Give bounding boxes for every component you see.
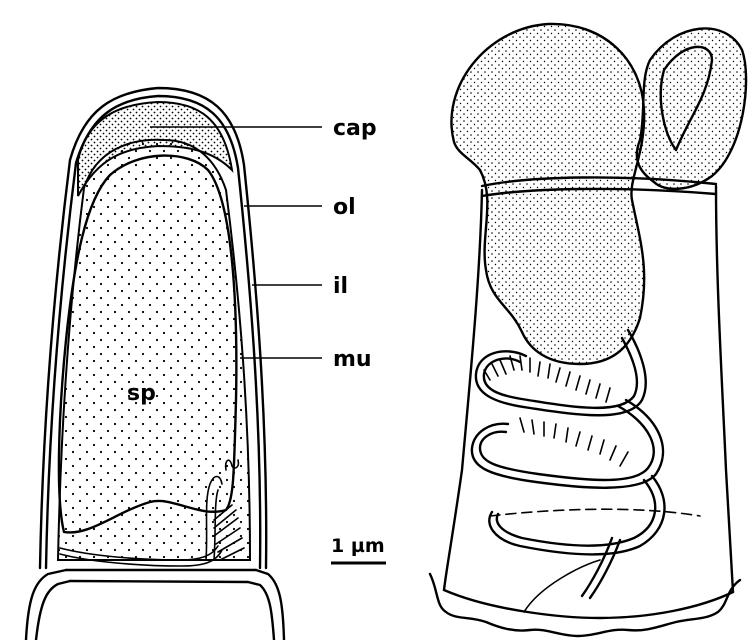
- label-mu: mu: [333, 347, 372, 372]
- label-cap: cap: [333, 116, 377, 141]
- spore-extruded-drawing: [430, 24, 746, 636]
- label-il: il: [333, 274, 348, 299]
- label-sp: sp: [127, 381, 156, 406]
- extruded-sporoplasm: [451, 24, 644, 364]
- side-lobe: [637, 28, 746, 188]
- label-ol: ol: [333, 195, 356, 220]
- polar-tube-coils: [472, 330, 700, 612]
- spore-section-drawing: [26, 88, 284, 640]
- scale-bar-label: 1 µm: [331, 535, 385, 557]
- scale-bar: 1 µm: [331, 535, 386, 563]
